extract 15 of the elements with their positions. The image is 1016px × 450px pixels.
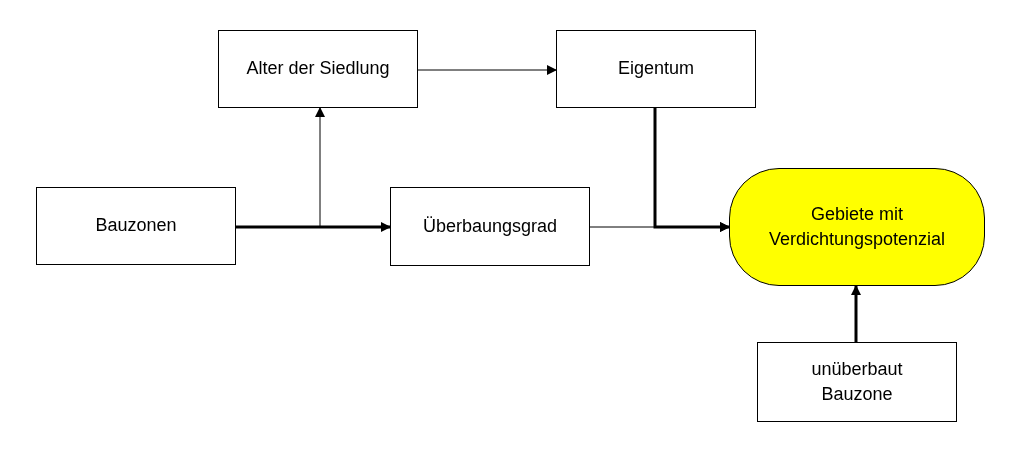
arrow — [653, 108, 730, 232]
node-label: Alter der Siedlung — [246, 57, 390, 81]
node-label: unüberbaut Bauzone — [810, 357, 904, 406]
process-box — [36, 187, 236, 265]
process-box — [757, 342, 957, 422]
process-box — [390, 187, 590, 266]
node-label: Eigentum — [617, 57, 694, 81]
arrow — [417, 65, 557, 75]
process-box — [218, 30, 418, 108]
node-label: Bauzonen — [95, 214, 177, 238]
arrow — [236, 222, 391, 232]
process-box — [556, 30, 756, 108]
node-label: Überbaungsgrad — [422, 214, 558, 238]
arrow — [851, 285, 861, 342]
node-label: Gebiete mit Verdichtungspotenzial — [767, 202, 947, 251]
